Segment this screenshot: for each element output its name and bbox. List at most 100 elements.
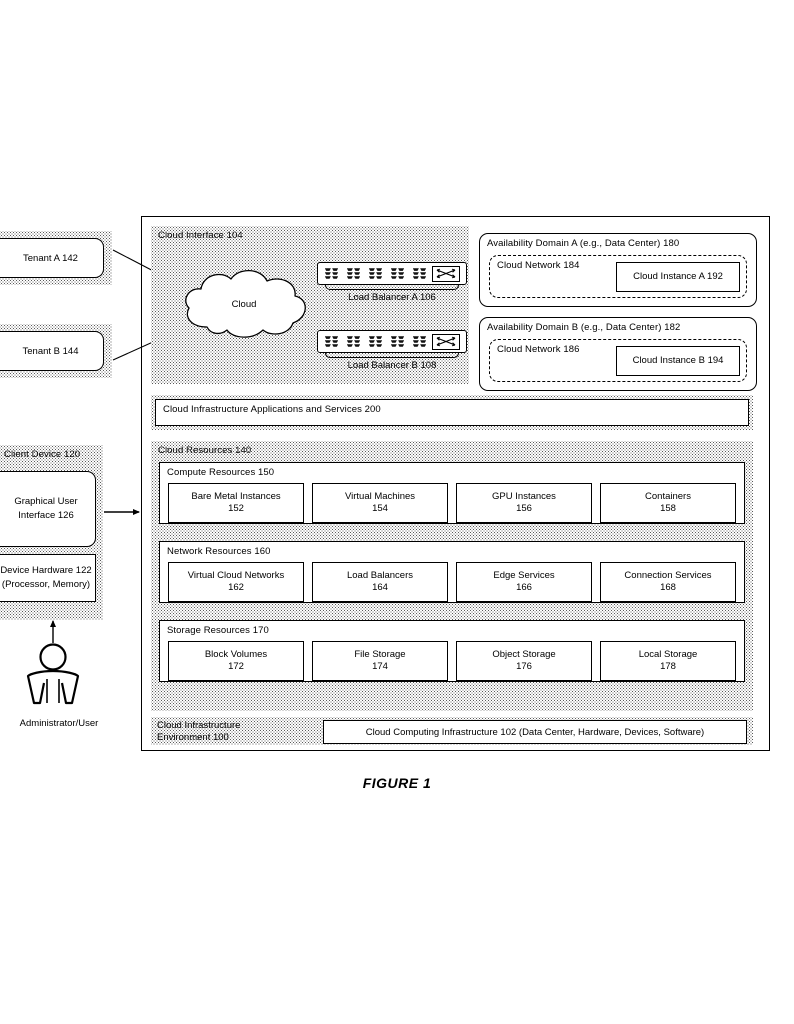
cloud-infrastructure-environment-frame: Cloud Interface 104 Cloud <box>141 216 770 751</box>
resource-cell-name: Block Volumes <box>204 648 268 660</box>
resource-cell-ref: 166 <box>516 582 532 593</box>
person-icon <box>26 643 80 705</box>
cloud-infrastructure-applications-services-box[interactable]: Cloud Infrastructure Applications and Se… <box>155 399 749 426</box>
resource-cell-edge-services[interactable]: Edge Services 166 <box>456 562 592 602</box>
resource-cell-gpu-instances[interactable]: GPU Instances 156 <box>456 483 592 523</box>
cloud-interface-container: Cloud Interface 104 Cloud <box>151 226 469 384</box>
port-group <box>346 267 361 280</box>
resource-cell-ref: 154 <box>372 503 388 514</box>
cloud-instance-b-label: Cloud Instance B 194 <box>632 355 724 366</box>
resource-cell-ref: 168 <box>660 582 676 593</box>
resource-cell-file-storage[interactable]: File Storage 174 <box>312 641 448 681</box>
gui-label-line2: Interface 126 <box>18 510 74 521</box>
resource-cell-load-balancers[interactable]: Load Balancers 164 <box>312 562 448 602</box>
environment-label-line1: Cloud Infrastructure <box>157 720 241 731</box>
load-balancer-a-ports <box>324 267 432 280</box>
storage-resources-group: Storage Resources 170 Block Volumes 172 … <box>159 620 745 682</box>
load-balancer-a-chassis <box>317 262 467 285</box>
apps-services-title: Cloud Infrastructure Applications and Se… <box>163 404 381 415</box>
resource-cell-name: Edge Services <box>493 569 555 581</box>
load-balancer-a-caption: Load Balancer A 106 <box>348 292 436 303</box>
cloud-network-184-box: Cloud Network 184 Cloud Instance A 192 <box>489 255 747 298</box>
availability-domain-a: Availability Domain A (e.g., Data Center… <box>479 233 757 307</box>
crossover-switch-icon <box>432 265 460 282</box>
compute-resources-title: Compute Resources 150 <box>167 467 275 478</box>
resource-cell-name: Load Balancers <box>346 569 414 581</box>
cloud-instance-a-label: Cloud Instance A 192 <box>633 271 723 282</box>
cloud-shape-icon <box>185 269 306 338</box>
cloud-network-186-label: Cloud Network 186 <box>497 344 580 355</box>
cloud-infrastructure-applications-services-container: Cloud Infrastructure Applications and Se… <box>151 395 753 430</box>
availability-domain-b-title: Availability Domain B (e.g., Data Center… <box>487 322 681 333</box>
port-group <box>368 267 383 280</box>
tenant-b-container: Tenant B 144 <box>0 324 112 378</box>
resource-cell-connection-services[interactable]: Connection Services 168 <box>600 562 736 602</box>
resource-cell-ref: 164 <box>372 582 388 593</box>
device-hardware-box: Device Hardware 122 (Processor, Memory) <box>0 554 96 602</box>
cloud-infrastructure-environment-bar: Cloud Infrastructure Environment 100 Clo… <box>151 717 753 745</box>
environment-label: Cloud Infrastructure Environment 100 <box>157 720 240 743</box>
device-hardware-line2: (Processor, Memory) <box>1 579 91 590</box>
compute-resources-cells: Bare Metal Instances 152 Virtual Machine… <box>168 483 736 523</box>
resource-cell-ref: 156 <box>516 503 532 514</box>
graphical-user-interface-box[interactable]: Graphical User Interface 126 <box>0 471 96 547</box>
port-group <box>390 267 405 280</box>
resource-cell-virtual-cloud-networks[interactable]: Virtual Cloud Networks 162 <box>168 562 304 602</box>
resource-cell-block-volumes[interactable]: Block Volumes 172 <box>168 641 304 681</box>
port-group <box>412 267 427 280</box>
compute-resources-group: Compute Resources 150 Bare Metal Instanc… <box>159 462 745 524</box>
cloud-resources-title: Cloud Resources 140 <box>158 445 252 456</box>
cloud-computing-infrastructure-box[interactable]: Cloud Computing Infrastructure 102 (Data… <box>323 720 747 744</box>
load-balancer-a[interactable]: Load Balancer A 106 <box>317 262 467 303</box>
network-resources-title: Network Resources 160 <box>167 546 271 557</box>
cloud-computing-infrastructure-label: Cloud Computing Infrastructure 102 (Data… <box>365 726 705 738</box>
resource-cell-name: Connection Services <box>624 569 712 581</box>
cloud-label: Cloud <box>231 298 257 310</box>
tenant-a-box[interactable]: Tenant A 142 <box>0 238 104 278</box>
tenant-a-container: Tenant A 142 <box>0 231 112 285</box>
resource-cell-ref: 174 <box>372 661 388 672</box>
resource-cell-ref: 176 <box>516 661 532 672</box>
tenant-a-label: Tenant A 142 <box>23 252 78 264</box>
storage-resources-title: Storage Resources 170 <box>167 625 269 636</box>
tenant-b-label: Tenant B 144 <box>22 345 79 357</box>
resource-cell-name: GPU Instances <box>492 490 556 502</box>
load-balancer-b[interactable]: Load Balancer B 108 <box>317 330 467 371</box>
port-group <box>324 267 339 280</box>
administrator-user-caption: Administrator/User <box>19 718 99 729</box>
resource-cell-name: Containers <box>645 490 691 502</box>
port-group <box>346 335 361 348</box>
port-group <box>412 335 427 348</box>
resource-cell-ref: 178 <box>660 661 676 672</box>
resource-cell-containers[interactable]: Containers 158 <box>600 483 736 523</box>
cloud-instance-b-box[interactable]: Cloud Instance B 194 <box>616 346 740 376</box>
network-resources-cells: Virtual Cloud Networks 162 Load Balancer… <box>168 562 736 602</box>
resource-cell-bare-metal-instances[interactable]: Bare Metal Instances 152 <box>168 483 304 523</box>
port-group <box>324 335 339 348</box>
crossover-switch-icon <box>432 333 460 350</box>
resource-cell-name: File Storage <box>354 648 406 660</box>
cloud-network-186-box: Cloud Network 186 Cloud Instance B 194 <box>489 339 747 382</box>
load-balancer-b-caption: Load Balancer B 108 <box>347 360 437 371</box>
resource-cell-ref: 152 <box>228 503 244 514</box>
figure-caption: FIGURE 1 <box>362 775 432 791</box>
load-balancer-a-base <box>325 285 459 290</box>
environment-label-line2: Environment 100 <box>157 731 229 743</box>
client-device-title: Client Device 120 <box>4 449 81 460</box>
resource-cell-local-storage[interactable]: Local Storage 178 <box>600 641 736 681</box>
cloud-instance-a-box[interactable]: Cloud Instance A 192 <box>616 262 740 292</box>
load-balancer-b-base <box>325 353 459 358</box>
device-hardware-line1: Device Hardware 122 <box>0 565 92 576</box>
tenant-b-box[interactable]: Tenant B 144 <box>0 331 104 371</box>
client-device-container: Client Device 120 Graphical User Interfa… <box>0 445 103 620</box>
resource-cell-object-storage[interactable]: Object Storage 176 <box>456 641 592 681</box>
resource-cell-ref: 158 <box>660 503 676 514</box>
port-group <box>390 335 405 348</box>
resource-cell-name: Virtual Cloud Networks <box>187 569 285 581</box>
resource-cell-ref: 162 <box>228 582 244 593</box>
resource-cell-virtual-machines[interactable]: Virtual Machines 154 <box>312 483 448 523</box>
storage-resources-cells: Block Volumes 172 File Storage 174 Objec… <box>168 641 736 681</box>
availability-domain-a-title: Availability Domain A (e.g., Data Center… <box>487 238 680 249</box>
cloud-network-184-label: Cloud Network 184 <box>497 260 580 271</box>
resource-cell-name: Local Storage <box>638 648 698 660</box>
